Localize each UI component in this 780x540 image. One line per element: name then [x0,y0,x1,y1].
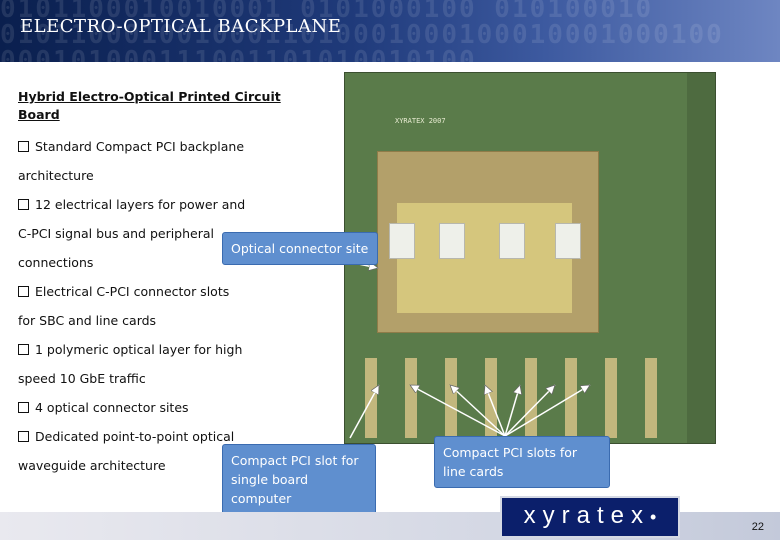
optical-slot [555,223,581,259]
cpci-connector [565,358,577,438]
callout-sbc-slot: Compact PCI slot for single board comput… [222,444,376,515]
pcb-photo: XYRATEX 2007 [344,72,716,444]
slide-header: 0101100010010001 0101000100 010100010 01… [0,0,780,62]
callout-line-card-slots: Compact PCI slots for line cards [434,436,610,488]
cpci-connector [485,358,497,438]
xyratex-logo: xyratex• [500,496,680,538]
bullet-continuation: connections [18,255,94,270]
bullet-item: 1 polymeric optical layer for high [18,335,288,364]
optical-slot [389,223,415,259]
cpci-connector [645,358,657,438]
bullet-item: Electrical C-PCI connector slots [18,277,288,306]
pcb-edge-strip [687,73,715,443]
cpci-connector [445,358,457,438]
checkbox-icon [18,199,29,210]
bullet-item: Dedicated point-to-point optical [18,422,288,451]
bullet-text: Hybrid Electro-Optical Printed Circuit B… [18,88,288,480]
cpci-connector [525,358,537,438]
checkbox-icon [18,286,29,297]
pcb-logo: XYRATEX 2007 [395,117,446,125]
slide-title: ELECTRO-OPTICAL BACKPLANE [20,16,342,37]
page-number: 22 [751,521,764,533]
bullet-item: 12 electrical layers for power and [18,190,288,219]
bullet-continuation: for SBC and line cards [18,313,157,328]
cpci-connector [605,358,617,438]
bullet-continuation: architecture [18,168,94,183]
binary-background: 0101100010010001 0101000100 010100010 01… [0,0,724,62]
bullet-continuation: C-PCI signal bus and peripheral [18,226,215,241]
optical-slot [499,223,525,259]
bullet-continuation: speed 10 GbE traffic [18,371,146,386]
optical-slot [439,223,465,259]
checkbox-icon [18,431,29,442]
pcb-optical-panel [397,203,572,313]
callout-optical-connector: Optical connector site [222,232,378,265]
checkbox-icon [18,344,29,355]
cpci-connector [365,358,377,438]
checkbox-icon [18,402,29,413]
bullet-item: Standard Compact PCI backplane [18,132,288,161]
cpci-connector [405,358,417,438]
checkbox-icon [18,141,29,152]
bullet-item: 4 optical connector sites [18,393,288,422]
board-heading: Hybrid Electro-Optical Printed Circuit B… [18,89,281,122]
bullet-continuation: waveguide architecture [18,458,166,473]
